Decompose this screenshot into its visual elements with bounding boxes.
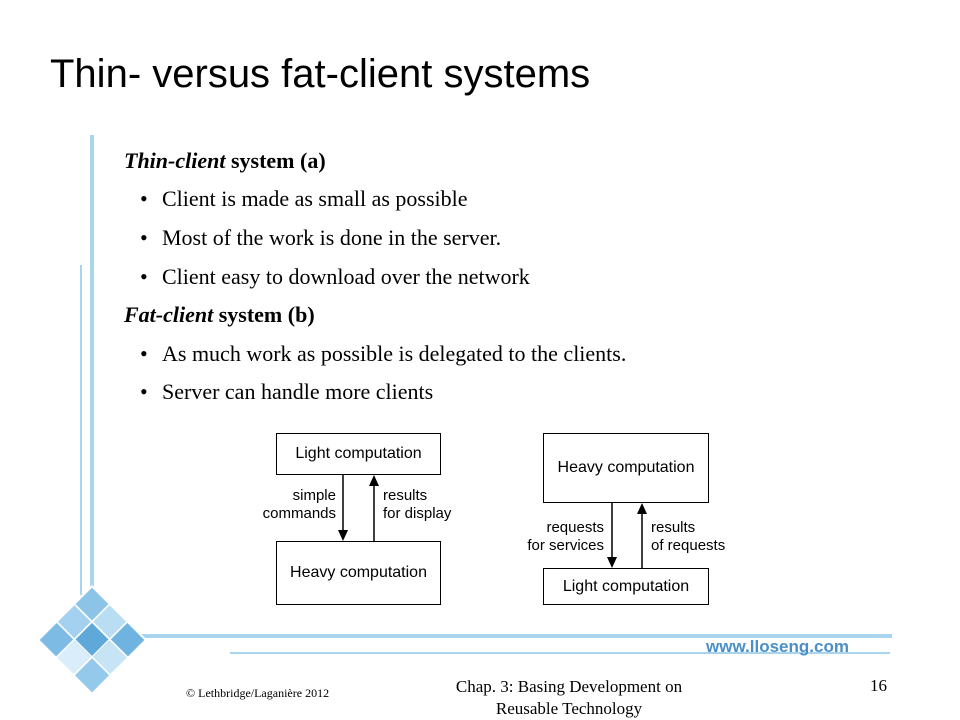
heading-emphasis: Fat-client: [124, 302, 214, 327]
accent-horizontal-bar: [92, 634, 892, 638]
page-number: 16: [870, 676, 887, 695]
section-heading-fat-client: Fat-client system (b): [124, 302, 315, 328]
decorative-mosaic-logo-icon: [36, 585, 148, 695]
arrow-up-head-icon: [369, 475, 379, 486]
bullet-item: • As much work as possible is delegated t…: [140, 341, 626, 367]
label-results-of-requests: results of requests: [651, 519, 725, 555]
label-line: simple: [292, 487, 336, 504]
accent-vertical-bar: [90, 135, 94, 605]
bullet-dot-icon: •: [140, 379, 148, 404]
bullet-text: Most of the work is done in the server.: [162, 225, 502, 250]
box-light-computation: Light computation: [543, 568, 709, 605]
bullet-text: Client is made as small as possible: [162, 186, 468, 211]
heading-emphasis: Thin-client: [124, 148, 226, 173]
heading-rest: system (b): [213, 302, 315, 327]
footer-chapter: Chap. 3: Basing Development on Reusable …: [455, 677, 683, 718]
bullet-item: • Client easy to download over the networ…: [140, 264, 530, 290]
bullet-dot-icon: •: [140, 264, 148, 289]
arrow-down-head-icon: [338, 530, 348, 541]
heading-rest: system (a): [225, 148, 326, 173]
label-line: for services: [527, 537, 604, 554]
bullet-item: • Most of the work is done in the server.: [140, 225, 501, 251]
box-heavy-computation: Heavy computation: [543, 433, 709, 503]
bullet-text: Client easy to download over the network: [162, 264, 530, 289]
section-heading-thin-client: Thin-client system (a): [124, 148, 326, 174]
footer-copyright: © Lethbridge/Laganière 2012: [186, 686, 330, 700]
accent-horizontal-thin-bar: [230, 652, 890, 654]
label-requests-for-services: requests for services: [510, 519, 604, 555]
accent-vertical-thin-bar: [80, 265, 82, 595]
arrow-down-head-icon: [607, 557, 617, 568]
arrow-up-head-icon: [637, 503, 647, 514]
label-results-for-display: results for display: [383, 487, 451, 523]
bullet-item: • Client is made as small as possible: [140, 186, 468, 212]
bullet-dot-icon: •: [140, 341, 148, 366]
label-line: results: [383, 487, 428, 504]
label-line: commands: [262, 505, 336, 522]
slide-title: Thin- versus fat-client systems: [50, 52, 591, 96]
bullet-dot-icon: •: [140, 225, 148, 250]
label-line: results: [651, 519, 696, 536]
label-line: requests: [546, 519, 604, 536]
label-line: for display: [383, 505, 452, 522]
box-heavy-computation: Heavy computation: [276, 541, 441, 605]
label-line: of requests: [651, 537, 726, 554]
bullet-dot-icon: •: [140, 186, 148, 211]
bullet-text: As much work as possible is delegated to…: [162, 341, 627, 366]
bullet-text: Server can handle more clients: [162, 379, 434, 404]
box-light-computation: Light computation: [276, 433, 441, 475]
website-url: www.lloseng.com: [706, 637, 849, 656]
bullet-item: • Server can handle more clients: [140, 379, 433, 405]
label-simple-commands: simple commands: [252, 487, 336, 523]
